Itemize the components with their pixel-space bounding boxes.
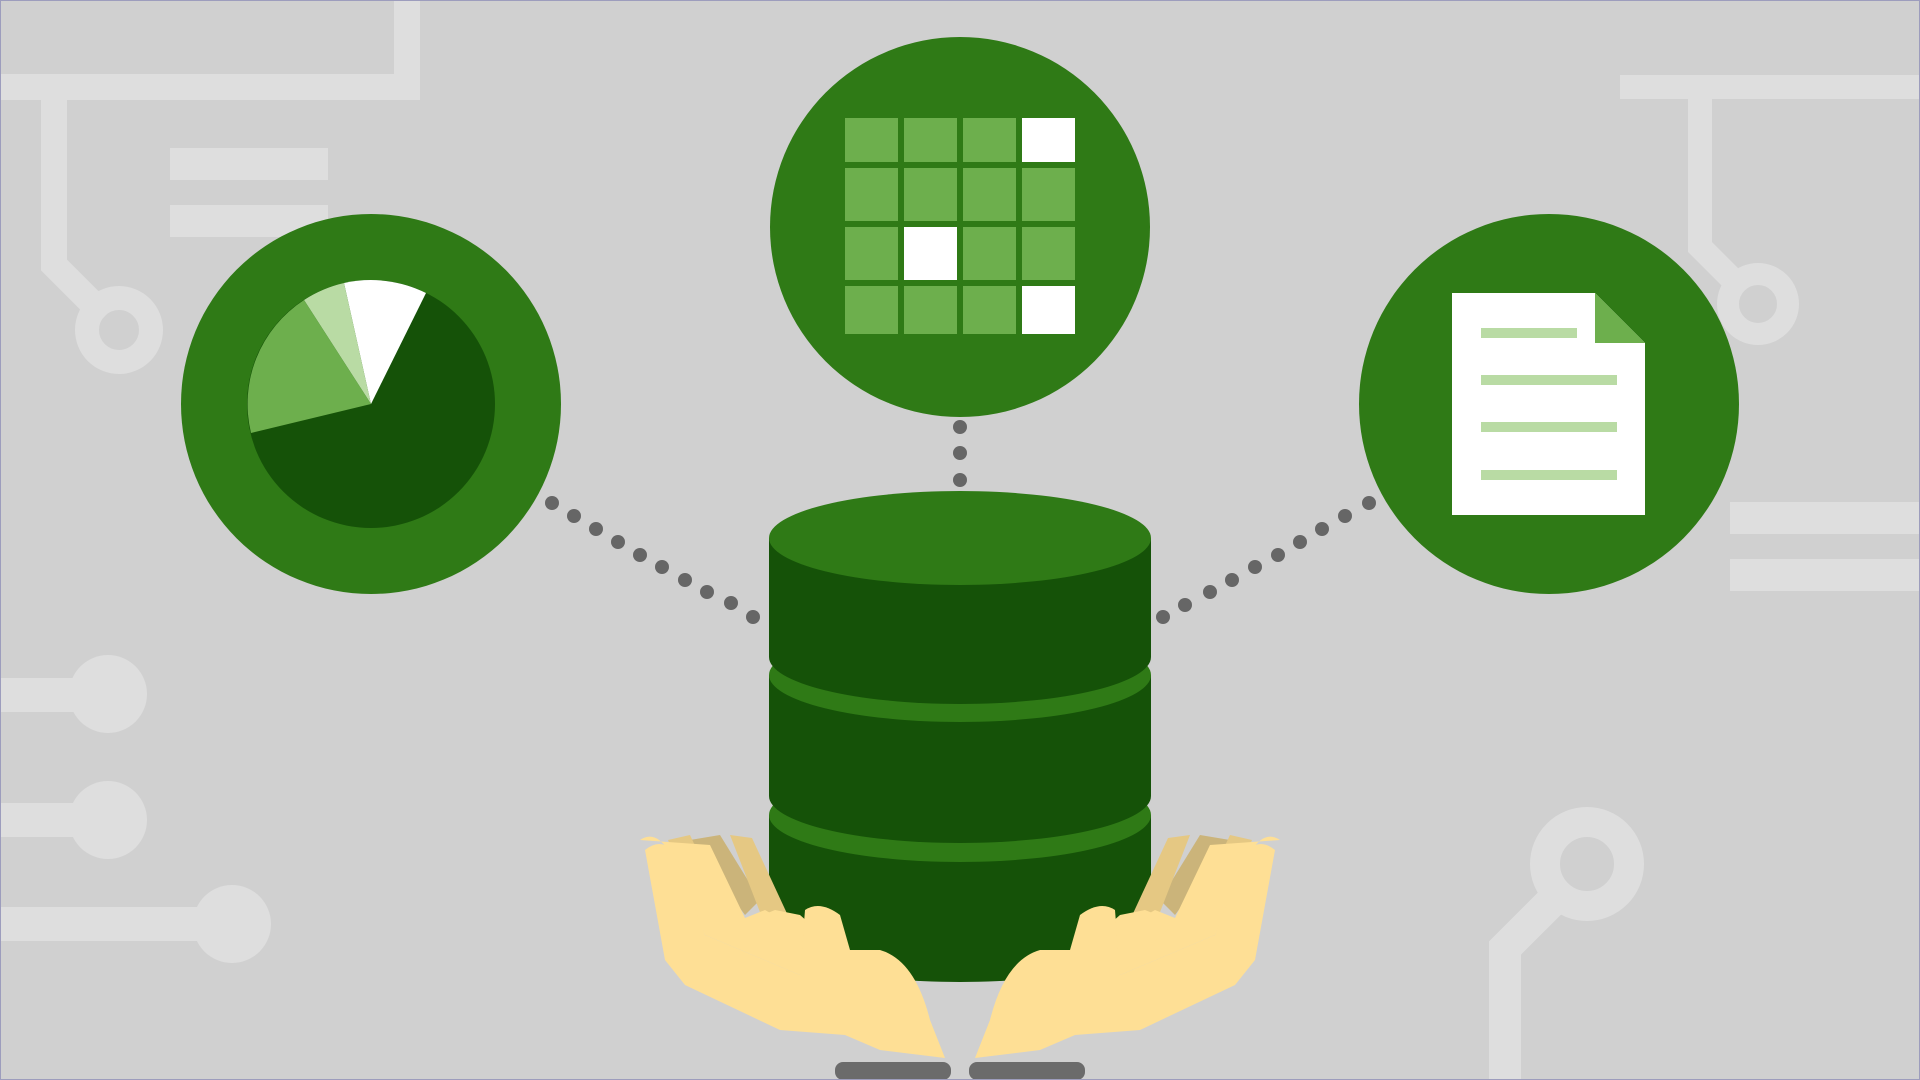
pie-chart-badge <box>181 214 561 594</box>
left-hand <box>640 835 951 1080</box>
circuit-top-right <box>1620 75 1920 591</box>
circuit-bottom-left <box>0 655 271 963</box>
right-hand <box>969 835 1280 1080</box>
connector-right <box>1156 496 1376 624</box>
connector-center <box>953 420 967 487</box>
database-icon <box>769 491 1151 982</box>
connector-left <box>545 496 760 624</box>
connector-dots <box>545 420 1376 624</box>
pie-chart-icon <box>247 280 495 528</box>
circuit-top-left <box>0 0 420 374</box>
hands-icon <box>640 835 1280 1080</box>
document-icon <box>1452 293 1645 515</box>
table-grid-icon <box>845 118 1075 334</box>
circuit-bottom-right <box>1489 807 1644 1080</box>
document-badge <box>1359 214 1739 594</box>
table-grid-badge <box>770 37 1150 417</box>
